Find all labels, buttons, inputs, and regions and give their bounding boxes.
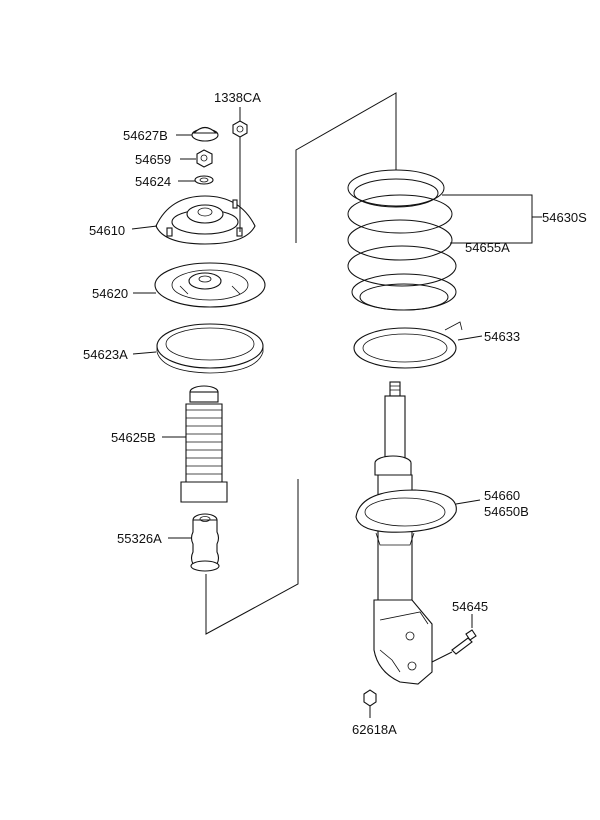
nut-1338ca	[232, 120, 248, 138]
strut-mount-54610	[155, 195, 256, 245]
part-labels: 1338CA 54627B 54659 54624 54610 54620 54…	[83, 90, 587, 737]
label-54627b: 54627B	[123, 128, 168, 143]
spring-pad-54633	[353, 321, 463, 369]
bolt-54645	[451, 629, 477, 655]
nut-62618a	[363, 689, 377, 707]
label-54633: 54633	[484, 329, 520, 344]
label-1338ca: 1338CA	[214, 90, 261, 105]
coil-spring-54655a	[347, 169, 457, 311]
nut-54659	[196, 149, 213, 168]
label-54660: 54660	[484, 488, 520, 503]
label-62618a: 62618A	[352, 722, 397, 737]
label-54623a: 54623A	[83, 347, 128, 362]
label-54624: 54624	[135, 174, 171, 189]
strut-assembly	[355, 381, 457, 685]
label-54659: 54659	[135, 152, 171, 167]
insulator-pad-54623a	[156, 323, 264, 374]
label-54645: 54645	[452, 599, 488, 614]
label-54655a: 54655A	[465, 240, 510, 255]
leader-lines	[131, 92, 542, 718]
label-54610: 54610	[89, 223, 125, 238]
label-55326a: 55326A	[117, 531, 162, 546]
label-54630s: 54630S	[542, 210, 587, 225]
label-54620: 54620	[92, 286, 128, 301]
cap-54627b	[191, 126, 219, 142]
label-54625b: 54625B	[111, 430, 156, 445]
spring-seat-54620	[154, 262, 266, 308]
dust-cover-54625b	[180, 385, 228, 503]
label-54650b: 54650B	[484, 504, 529, 519]
washer-54624	[194, 175, 214, 185]
bump-stopper-55326a	[190, 513, 220, 572]
